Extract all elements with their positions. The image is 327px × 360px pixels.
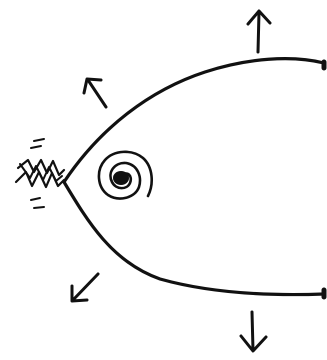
arrow-down-icon (241, 312, 266, 351)
eye-spiral (99, 152, 152, 199)
arrow-up-icon (248, 11, 270, 52)
body-lower-curve (64, 182, 324, 295)
tail-zigzag (16, 139, 64, 208)
fish-body-outline (64, 59, 324, 297)
motion-dashes-bottom (31, 198, 44, 208)
arrow-up-left-icon (84, 79, 106, 107)
arrow-down-left-icon (72, 274, 98, 301)
eye-pupil (113, 171, 129, 185)
motion-dashes-top (31, 139, 44, 148)
